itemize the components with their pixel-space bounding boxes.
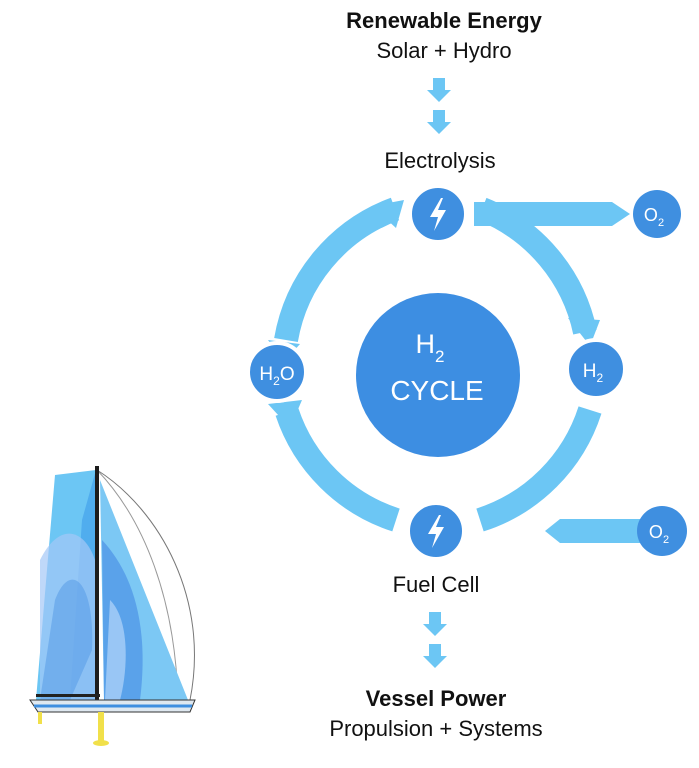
down-arrow-icon — [427, 78, 451, 102]
hydrogen-node — [565, 338, 627, 400]
center-cycle-circle — [356, 293, 520, 457]
hydrogen-node-text: H2 — [583, 361, 604, 385]
down-arrow-icon — [423, 612, 447, 636]
water-node — [246, 341, 308, 403]
oxygen-in-node — [637, 506, 687, 556]
oxygen-in-text: O2 — [649, 522, 669, 546]
ring-segment-bottom-right — [476, 406, 602, 532]
vessel-power-subtitle: Propulsion + Systems — [329, 716, 543, 741]
oxygen-output-arrow — [474, 202, 630, 226]
oxygen-input-arrow — [545, 519, 640, 543]
down-arrow-icon — [423, 644, 447, 668]
ring-segment-top-left — [274, 197, 400, 343]
ring-arrowhead — [372, 200, 404, 228]
sailboat-illustration — [29, 466, 196, 746]
down-arrow-icon — [427, 110, 451, 134]
center-cycle-text: CYCLE — [390, 375, 483, 406]
ring-segment-bottom-left — [275, 407, 400, 532]
ring-segment-top-right — [477, 197, 597, 335]
cycle-ring — [274, 197, 602, 532]
renewable-energy-title: Renewable Energy — [346, 8, 542, 33]
oxygen-out-node — [633, 190, 681, 238]
lightning-icon — [428, 515, 444, 548]
oxygen-out-text: O2 — [644, 205, 664, 229]
ring-arrowhead — [268, 400, 302, 428]
center-h2-text: H2 — [416, 329, 445, 366]
renewable-energy-subtitle: Solar + Hydro — [376, 38, 512, 63]
vessel-power-title: Vessel Power — [365, 686, 507, 711]
electrolysis-label: Electrolysis — [384, 148, 496, 173]
water-node-text: H2O — [259, 364, 294, 388]
lightning-icon — [430, 198, 446, 231]
fuel-cell-label: Fuel Cell — [392, 572, 480, 597]
